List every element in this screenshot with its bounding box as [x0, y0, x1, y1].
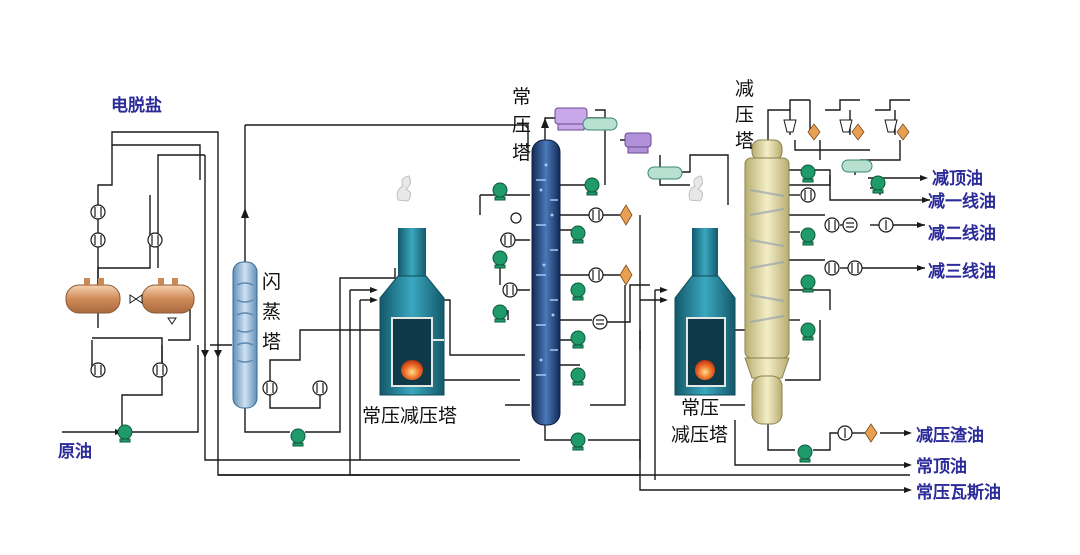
- desalter-1: [65, 278, 121, 314]
- vac-tower-label-1: 减: [735, 78, 754, 100]
- atm-tower-label-2: 压: [512, 114, 531, 136]
- atm-tower-label-3: 塔: [512, 142, 531, 164]
- product-vac-residue: 减压渣油: [916, 425, 984, 446]
- pipe-network: [62, 99, 930, 491]
- desalter-2: [141, 278, 195, 314]
- atm-tower-label-1: 常: [512, 86, 531, 108]
- atmospheric-tower: [531, 139, 561, 426]
- vac-tower-label-2: 压: [735, 104, 754, 126]
- product-vac-top: 减顶油: [932, 168, 983, 189]
- product-vac-1: 减一线油: [928, 191, 996, 212]
- furnace-1-label: 常压减压塔: [362, 405, 457, 427]
- vac-tower-label-3: 塔: [735, 130, 754, 152]
- product-vac-3: 减三线油: [928, 261, 996, 282]
- flash-tower-label-1: 闪: [262, 271, 281, 293]
- furnace-2-label-1: 常压: [681, 397, 719, 419]
- product-atm-gas-oil: 常压瓦斯油: [916, 482, 1001, 503]
- pump-icons: [117, 164, 886, 463]
- product-atm-top: 常顶油: [916, 456, 967, 477]
- atm-condenser: [554, 107, 652, 154]
- product-vac-2: 减二线油: [928, 223, 996, 244]
- flow-meter-icons: [90, 187, 894, 441]
- furnace-2: [674, 175, 736, 396]
- vacuum-tower: [744, 139, 790, 425]
- heat-exchanger-icons: [619, 123, 910, 443]
- flash-tower: [232, 261, 258, 409]
- flash-tower-label-3: 塔: [262, 331, 281, 353]
- furnace-2-label-2: 减压塔: [671, 424, 728, 446]
- crude-oil-label: 原油: [58, 441, 92, 462]
- reflux-drum: [582, 117, 873, 180]
- desalting-label: 电脱盐: [111, 95, 162, 116]
- ejector-icon: [783, 119, 898, 133]
- flash-tower-label-2: 蒸: [262, 301, 281, 323]
- valve-icon: [129, 294, 177, 325]
- furnace-1: [379, 175, 445, 396]
